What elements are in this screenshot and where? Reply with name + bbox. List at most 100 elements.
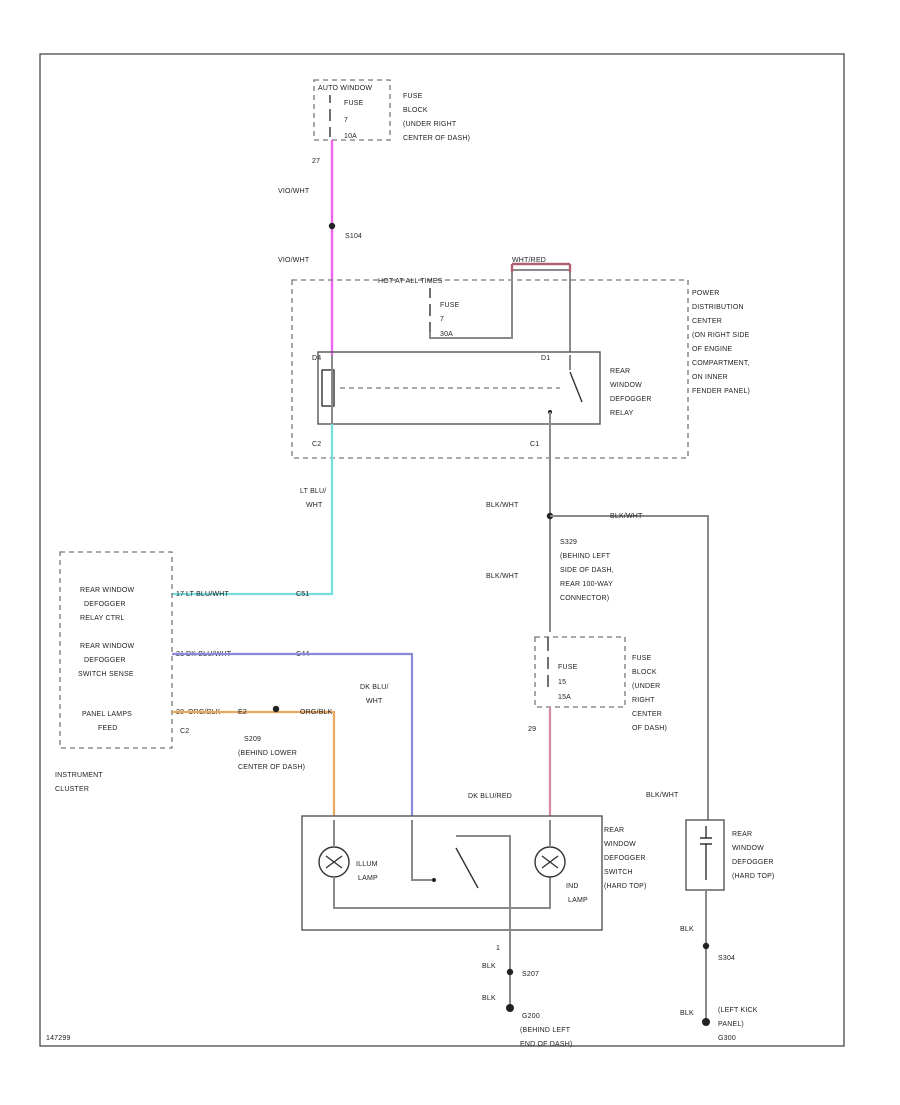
ind-lamp-filament	[541, 855, 559, 869]
splice-s209	[272, 705, 280, 713]
pin-c2: C2	[312, 441, 321, 448]
fuse-mid-location-5: CENTER	[632, 711, 662, 718]
fuse-mid-location-6: OF DASH)	[632, 725, 667, 732]
diagram-frame	[39, 53, 845, 1047]
switch-ground-wire	[456, 835, 511, 930]
switch-label-1: REAR	[604, 827, 624, 834]
g200-label-1: G200	[522, 1013, 540, 1020]
switch-label-3: DEFOGGER	[604, 855, 646, 862]
g300-label-2: PANEL)	[718, 1021, 744, 1028]
fuse-block-mid-outline	[534, 636, 626, 708]
fuse-top-number: 7	[344, 117, 348, 124]
fuse-block-top: AUTO WINDOW FUSE 7 10A FUSE BLOCK (UNDER…	[313, 79, 470, 142]
pdc-fuse-number: 7	[440, 316, 444, 323]
fuse-top-location-2: BLOCK	[403, 107, 428, 114]
wire-lt-blu-wht	[172, 424, 334, 596]
illum-lamp-label-1: ILLUM	[356, 861, 378, 868]
fuse-mid-location-4: RIGHT	[632, 697, 655, 704]
cluster-row2-label-3: SWITCH SENSE	[78, 671, 134, 678]
switch-box	[301, 815, 603, 931]
fuse-mid-label: FUSE	[558, 664, 578, 671]
cluster-row1-pin: 17	[176, 591, 184, 598]
fuse-top-location-3: (UNDER RIGHT	[403, 121, 457, 128]
label-dk-blu-wht-2: WHT	[366, 698, 383, 705]
label-blk-2: BLK	[482, 995, 496, 1002]
cluster-row3-label-1: PANEL LAMPS	[82, 711, 132, 718]
label-27: 27	[312, 158, 320, 165]
label-1: 1	[496, 945, 500, 952]
cluster-title-2: CLUSTER	[55, 786, 89, 793]
s209-label-2: (BEHIND LOWER	[238, 750, 297, 757]
switch-contact-point	[432, 878, 436, 882]
cluster-row1-label-3: RELAY CTRL	[80, 615, 125, 622]
pdc-location-4: (ON RIGHT SIDE	[692, 332, 750, 339]
hardtop-label-3: DEFOGGER	[732, 859, 774, 866]
illum-lamp-label-2: LAMP	[358, 875, 378, 882]
label-blk-wht-1: BLK/WHT	[486, 502, 519, 509]
label-org-blk-2: ORG/BLK	[300, 709, 333, 716]
pdc-location-1: POWER	[692, 290, 719, 297]
g200-label-2: (BEHIND LEFT	[520, 1027, 571, 1034]
pdc-location-6: COMPARTMENT,	[692, 360, 750, 367]
splice-s304	[702, 942, 710, 950]
fuse-top-rating: 10A	[344, 133, 357, 140]
pdc-location-5: OF ENGINE	[692, 346, 732, 353]
pdc-location-2: DISTRIBUTION	[692, 304, 744, 311]
g200-label-3: END OF DASH)	[520, 1041, 573, 1048]
cluster-row1-label-2: DEFOGGER	[84, 601, 126, 608]
label-blk-wht-2: BLK/WHT	[610, 513, 643, 520]
cluster-row1-label-1: REAR WINDOW	[80, 587, 134, 594]
diagram-code: 147299	[46, 1035, 71, 1042]
label-e2: E2	[238, 709, 247, 716]
switch-arm	[455, 847, 479, 889]
hardtop-defogger: BLK/WHT REAR WINDOW DEFOGGER (HARD TOP)	[646, 792, 775, 891]
fuse-mid-location-3: (UNDER	[632, 683, 660, 690]
s329-label-1: S329	[560, 539, 577, 546]
label-s207: S207	[522, 971, 539, 978]
relay-label-2: WINDOW	[610, 382, 642, 389]
ground-g200	[506, 1004, 514, 1012]
fuse-mid-rating: 15A	[558, 694, 571, 701]
fuse-top-location-1: FUSE	[403, 93, 423, 100]
cluster-row3-conn: C2	[180, 728, 189, 735]
label-s104: S104	[345, 233, 362, 240]
label-blk-wht-4: BLK/WHT	[646, 792, 679, 799]
hardtop-label-4: (HARD TOP)	[732, 873, 775, 880]
label-lt-blu-wht-1: LT BLU/	[300, 488, 326, 495]
s329-label-3: SIDE OF DASH,	[560, 567, 614, 574]
fuse-block-mid: FUSE 15 15A FUSE BLOCK (UNDER RIGHT CENT…	[534, 636, 667, 732]
defogger-switch: ILLUM LAMP IND LAMP REAR WINDOW DEFOGGER…	[301, 815, 647, 931]
s209-label-1: S209	[244, 736, 261, 743]
s209-label-3: CENTER OF DASH)	[238, 764, 305, 771]
s329-label-2: (BEHIND LEFT	[560, 553, 611, 560]
relay-contact-arm	[569, 371, 583, 403]
pdc-fuse-feed-wire	[429, 269, 571, 352]
ind-lamp-label-2: LAMP	[568, 897, 588, 904]
cluster-row1-wire: LT BLU/WHT	[186, 591, 229, 598]
pdc-feed: HOT AT ALL TIMES	[378, 278, 443, 285]
label-blk-4: BLK	[680, 1010, 694, 1017]
wire-dk-blu-wht	[172, 652, 414, 816]
label-blk-wht-3: BLK/WHT	[486, 573, 519, 580]
pin-c1: C1	[530, 441, 539, 448]
label-dk-blu-wht-1: DK BLU/	[360, 684, 389, 691]
power-distribution-center: HOT AT ALL TIMES FUSE 7 30A WHT/RED D4 D…	[291, 257, 750, 459]
label-dk-blu-red: DK BLU/RED	[468, 793, 512, 800]
splice-s104	[328, 222, 336, 230]
label-vio-wht-1: VIO/WHT	[278, 188, 310, 195]
pdc-fuse-rating: 30A	[440, 331, 453, 338]
switch-label-4: SWITCH	[604, 869, 633, 876]
fuse-mid-location-1: FUSE	[632, 655, 652, 662]
relay-label-3: DEFOGGER	[610, 396, 652, 403]
pdc-location-3: CENTER	[692, 318, 722, 325]
g300-label-1: (LEFT KICK	[718, 1007, 758, 1014]
splice-s207	[506, 968, 514, 976]
switch-label-5: (HARD TOP)	[604, 883, 647, 890]
label-lt-blu-wht-2: WHT	[306, 502, 323, 509]
ind-lamp-label-1: IND	[566, 883, 579, 890]
cluster-row3-label-2: FEED	[98, 725, 117, 732]
relay-label-4: RELAY	[610, 410, 634, 417]
ground-g300	[702, 1018, 710, 1026]
